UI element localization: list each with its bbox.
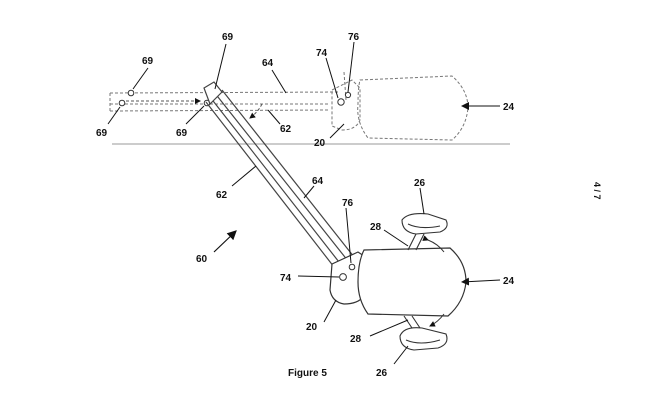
top-curved-arrow <box>249 103 263 119</box>
bottom-pin-76 <box>348 263 356 271</box>
bottom-pin-74 <box>339 273 347 281</box>
lower-rotation-arrow <box>429 313 445 327</box>
label-74-bottom: 74 <box>280 273 292 284</box>
top-pin-74 <box>337 98 345 106</box>
label-20-bottom: 20 <box>306 322 318 333</box>
label-69d: 69 <box>222 32 234 43</box>
figure-caption: Figure 5 <box>288 368 327 379</box>
label-24-bottom: 24 <box>503 276 515 287</box>
label-76-bottom: 76 <box>342 198 354 209</box>
label-76-top: 76 <box>348 32 360 43</box>
label-26-top: 26 <box>414 178 426 189</box>
label-62-diag: 62 <box>216 190 228 201</box>
label-69b: 69 <box>96 128 108 139</box>
label-20-top: 20 <box>314 138 326 149</box>
drum <box>357 247 467 317</box>
arrow-60 <box>213 230 237 253</box>
arm-diagonal <box>203 81 359 277</box>
leader-24-bottom <box>461 277 501 286</box>
sheet-number: 4 / 7 <box>592 182 602 200</box>
label-24-top: 24 <box>503 102 515 113</box>
label-64-diag: 64 <box>312 176 324 187</box>
arm-retracted-position <box>109 71 469 141</box>
label-62-top: 62 <box>280 124 292 135</box>
label-69a: 69 <box>142 56 154 67</box>
label-60: 60 <box>196 254 208 265</box>
label-28-bottom: 28 <box>350 334 362 345</box>
leader-lines <box>107 41 425 365</box>
top-pin-76 <box>344 91 352 99</box>
label-28-top: 28 <box>370 222 382 233</box>
label-69c: 69 <box>176 128 188 139</box>
upper-rotation-arrow <box>422 235 445 253</box>
label-74-top: 74 <box>316 48 328 59</box>
upper-roller <box>401 213 448 251</box>
label-26-bottom: 26 <box>376 368 388 379</box>
lower-roller <box>399 315 448 351</box>
label-64-top: 64 <box>262 58 274 69</box>
